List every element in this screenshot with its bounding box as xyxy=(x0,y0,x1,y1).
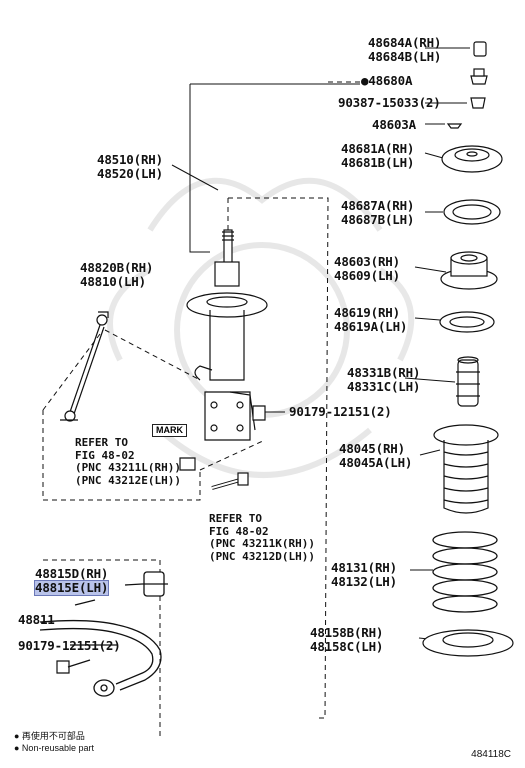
part-label-90179-upper[interactable]: 90179-12151(2) xyxy=(289,404,392,419)
part-label-48603[interactable]: 48603(RH)48609(LH) xyxy=(334,254,400,283)
dust-boot xyxy=(433,424,499,514)
part-label-48045[interactable]: 48045(RH)48045A(LH) xyxy=(339,441,413,470)
strut-assembly xyxy=(186,229,268,441)
part-label-48331[interactable]: 48331B(RH)48331C(LH) xyxy=(347,365,421,394)
leader-strut-top xyxy=(189,84,210,253)
legend-japanese: ● 再使用不可部品 xyxy=(14,731,85,741)
part-label-48811[interactable]: 48811 xyxy=(18,612,55,627)
dashed-groupings xyxy=(42,81,360,740)
part-label-48510[interactable]: 48510(RH)48520(LH) xyxy=(97,152,163,181)
legend-english: ● Non-reusable part xyxy=(14,743,94,753)
coil-spring xyxy=(432,531,498,613)
part-label-48603a[interactable]: 48603A xyxy=(372,117,416,132)
stabilizer-link xyxy=(60,311,109,422)
part-label-48131[interactable]: 48131(RH)48132(LH) xyxy=(331,560,397,589)
non-reusable-dot-icon: ● xyxy=(361,73,369,88)
refer-to-fig-left[interactable]: REFER TO FIG 48-02 (PNC 43211L(RH)) (PNC… xyxy=(75,436,181,487)
lower-insulator xyxy=(422,629,514,657)
part-label-48619[interactable]: 48619(RH)48619A(LH) xyxy=(334,305,408,334)
highlighted-part-48815E[interactable]: 48815E(LH) xyxy=(33,580,110,596)
part-label-48820[interactable]: 48820B(RH)48810(LH) xyxy=(80,260,154,289)
mark-indicator: MARK xyxy=(152,424,187,437)
upper-mount-parts xyxy=(439,41,503,407)
part-label-90387[interactable]: 90387-15033(2) xyxy=(338,95,441,110)
part-label-90179-lower[interactable]: 90179-12151(2) xyxy=(18,638,121,653)
part-label-48684[interactable]: 48684A(RH)48684B(LH) xyxy=(368,35,442,64)
part-label-48680[interactable]: ●48680A xyxy=(361,73,413,88)
refer-to-fig-center[interactable]: REFER TO FIG 48-02 (PNC 43211K(RH)) (PNC… xyxy=(209,512,315,563)
part-label-48681[interactable]: 48681A(RH)48681B(LH) xyxy=(341,141,415,170)
diagram-id: 484118C xyxy=(471,749,511,760)
stabilizer-bar xyxy=(39,571,168,697)
part-label-48687[interactable]: 48687A(RH)48687B(LH) xyxy=(341,198,415,227)
bolts xyxy=(56,405,266,674)
leader-48510 xyxy=(171,164,219,191)
part-label-48158[interactable]: 48158B(RH)48158C(LH) xyxy=(310,625,384,654)
part-label-48815[interactable]: 48815D(RH)48815E(LH) xyxy=(33,566,110,596)
